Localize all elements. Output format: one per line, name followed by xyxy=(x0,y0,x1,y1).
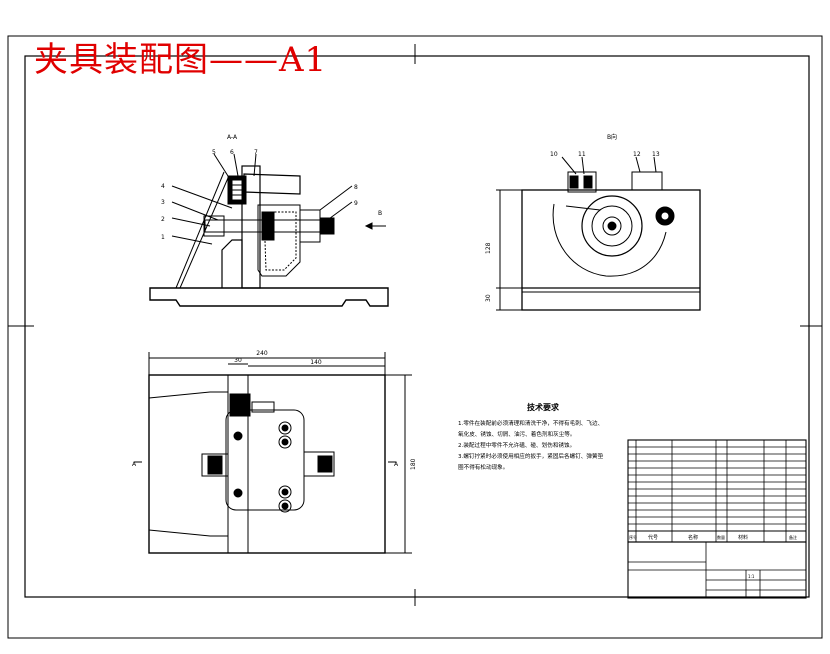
left-width-dim: 30 xyxy=(234,357,242,364)
section-balloons: 5 6 7 4 3 2 1 8 9 xyxy=(161,149,358,241)
balloon-6: 6 xyxy=(230,149,234,156)
section-view-label: A-A xyxy=(227,134,238,141)
header-seq: 序号 xyxy=(629,534,637,540)
balloon-13: 13 xyxy=(652,151,660,158)
centring-marks xyxy=(8,44,822,606)
balloon-4: 4 xyxy=(161,183,165,190)
tech-line-5: 圈不得有松动现象。 xyxy=(458,465,509,471)
balloon-10: 10 xyxy=(550,151,558,158)
tech-line-2: 氧化皮、锈蚀、切屑、油污、着色剂和灰尘等。 xyxy=(458,432,576,438)
tech-requirements: 技术要求 1.零件在装配前必须清理和清洗干净，不得有毛刺、飞边、 氧化皮、锈蚀、… xyxy=(458,402,628,474)
tech-line-3: 2.装配过程中零件不允许磕、碰、划伤和锈蚀。 xyxy=(458,443,576,449)
inner-frame xyxy=(24,55,810,598)
balloon-1: 1 xyxy=(161,234,165,241)
balloon-8: 8 xyxy=(354,184,358,191)
balloon-2: 2 xyxy=(161,216,165,223)
tech-line-4: 3.螺钉拧紧时必须使用相应的扳手，紧固后各螺钉、弹簧垫 xyxy=(458,454,604,460)
balloon-12: 12 xyxy=(633,151,641,158)
parts-list-text: 序号 代号 名称 数量 材料 备注 1:1 xyxy=(629,534,797,579)
header-name: 名称 xyxy=(688,534,698,541)
overall-width-dim: 240 xyxy=(256,350,268,357)
header-remark: 备注 xyxy=(789,534,797,540)
direction-b-label: B xyxy=(378,210,382,217)
direction-a-left: A xyxy=(132,461,137,468)
tech-requirements-title: 技术要求 xyxy=(527,403,559,412)
outer-frame xyxy=(7,35,823,639)
drawing-title: 夹具装配图——A1 xyxy=(34,40,328,80)
plan-height-dim: 180 xyxy=(410,458,417,470)
header-material: 材料 xyxy=(738,534,748,541)
tech-line-1: 1.零件在装配前必须清理和清洗干净，不得有毛刺、飞边、 xyxy=(458,421,604,427)
side-height-dim: 128 xyxy=(485,242,492,254)
side-view-label: B向 xyxy=(607,133,617,141)
balloon-11: 11 xyxy=(578,151,586,158)
side-view: B向 xyxy=(496,133,701,311)
parts-list xyxy=(627,439,807,599)
plan-dims: 240 30 140 180 A A xyxy=(132,350,417,470)
header-qty: 数量 xyxy=(717,534,725,540)
plan-view xyxy=(134,352,412,554)
balloon-7: 7 xyxy=(254,149,258,156)
balloon-3: 3 xyxy=(161,199,165,206)
right-width-dim: 140 xyxy=(310,359,322,366)
side-balloons: 10 11 12 13 128 30 xyxy=(485,151,660,302)
section-view: A-A B xyxy=(149,134,389,307)
header-code: 代号 xyxy=(648,534,658,541)
scale-value: 1:1 xyxy=(748,574,755,579)
balloon-5: 5 xyxy=(212,149,216,156)
balloon-9: 9 xyxy=(354,200,358,207)
direction-a-right: A xyxy=(394,461,399,468)
side-base-dim: 30 xyxy=(485,294,492,302)
